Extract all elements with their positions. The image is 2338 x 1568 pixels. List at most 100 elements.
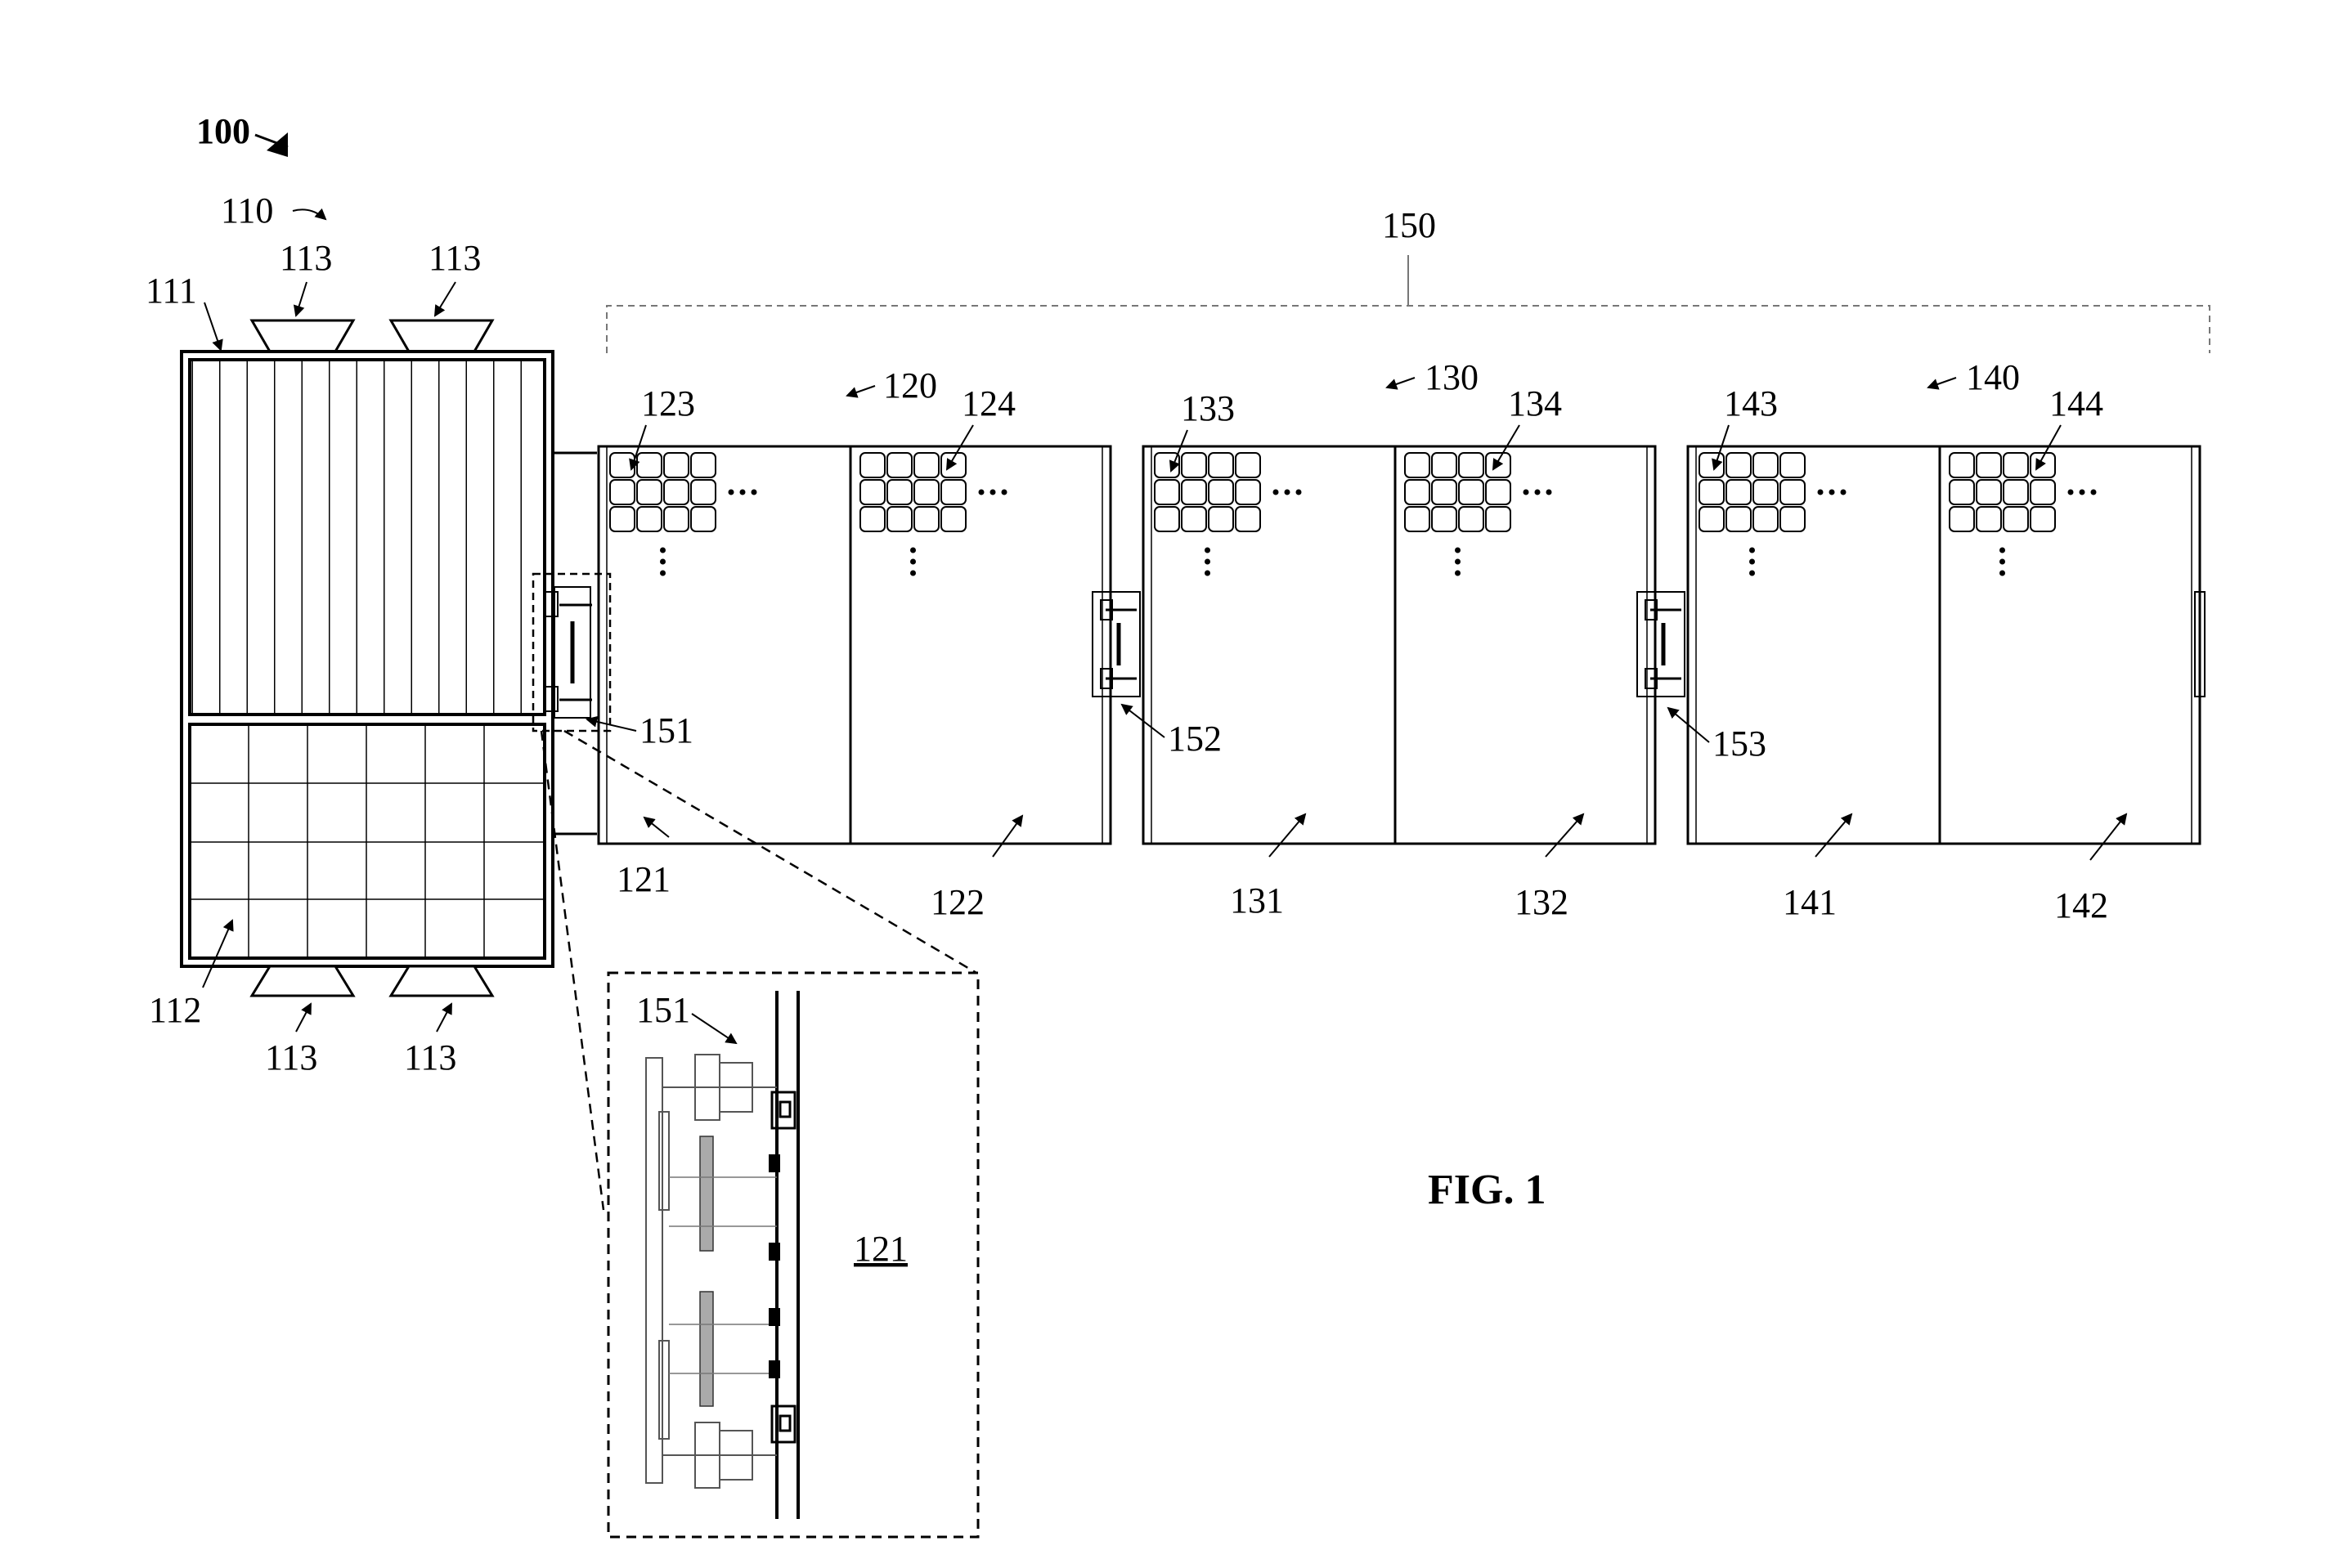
solar-cell [1725, 452, 1752, 478]
ellipsis-dot [1840, 489, 1847, 495]
solar-cell [1725, 506, 1752, 532]
hinge-152 [1092, 591, 1141, 697]
solar-cell [690, 506, 716, 532]
hinge-151 [532, 572, 612, 732]
cell-ref-133: 133 [1181, 388, 1235, 428]
solar-cell [2003, 452, 2029, 478]
solar-cell [1976, 506, 2002, 532]
solar-cell [1699, 506, 1725, 532]
solar-cell [1235, 479, 1261, 505]
ellipsis-dot [1534, 489, 1541, 495]
thruster-top-right [388, 319, 495, 353]
panel-ref-131: 131 [1230, 880, 1284, 921]
hinge-ref-152: 152 [1168, 719, 1222, 759]
ellipsis-dot [739, 489, 746, 495]
system-arrowhead [267, 132, 288, 157]
system-label: 100 [196, 111, 289, 157]
ellipsis-dot [1999, 570, 2005, 576]
body-lower-grid [190, 724, 545, 958]
panel-ref-132: 132 [1515, 882, 1568, 922]
ellipsis-dot [660, 558, 666, 565]
figure-title: FIG. 1 [1428, 1167, 1546, 1213]
array-ref-text: 150 [1382, 205, 1436, 245]
body-lower-panel [188, 723, 546, 960]
solar-cell [636, 452, 662, 478]
wing-labels: 120 130 140 [846, 357, 2020, 405]
thruster-ref-text-4: 113 [404, 1037, 456, 1077]
solar-cell [690, 452, 716, 478]
solar-cell [1404, 506, 1430, 532]
solar-cell [886, 452, 913, 478]
solar-cell [2030, 506, 2056, 532]
solar-cell [913, 479, 940, 505]
ellipsis-dot [1272, 489, 1279, 495]
solar-cell [940, 506, 967, 532]
solar-cell [2003, 479, 2029, 505]
solar-cell [1699, 452, 1725, 478]
solar-cell [859, 506, 886, 532]
solar-cell [940, 479, 967, 505]
ellipsis-dot [1455, 547, 1461, 553]
cell-ref-124: 124 [962, 383, 1016, 423]
solar-cell [1431, 506, 1457, 532]
panel-ref-text: 112 [149, 990, 201, 1030]
solar-cell [1458, 452, 1484, 478]
solar-cell [1458, 506, 1484, 532]
solar-cell [1154, 506, 1180, 532]
panel-ref-142: 142 [2054, 885, 2108, 925]
solar-cell [1208, 452, 1234, 478]
wing-130 [1142, 445, 1657, 845]
solar-cell [886, 506, 913, 532]
cell-grid-1 [609, 452, 757, 576]
ellipsis-dot [751, 489, 757, 495]
cell-labels: 123 124 133 134 143 144 [629, 383, 2103, 473]
solar-cell [1976, 479, 2002, 505]
array-bracket: 150 [606, 205, 2210, 353]
thruster-ref-text-2: 113 [429, 238, 481, 278]
solar-cell [636, 506, 662, 532]
solar-cell [1752, 452, 1779, 478]
thruster-bottom-left [249, 965, 356, 997]
solar-cell [1779, 506, 1806, 532]
vehicle-ref-text: 110 [221, 190, 273, 231]
solar-cell [1752, 479, 1779, 505]
cell-ref-143: 143 [1724, 383, 1778, 423]
solar-cell [609, 452, 635, 478]
solar-cell [663, 506, 689, 532]
solar-cell [913, 452, 940, 478]
ellipsis-dot [1455, 558, 1461, 565]
wing-120-ref: 120 [883, 365, 937, 405]
solar-cell [886, 479, 913, 505]
solar-cell [1208, 506, 1234, 532]
solar-cell [1154, 452, 1180, 478]
cell-ref-123: 123 [641, 383, 695, 423]
solar-cell [1949, 452, 1975, 478]
ellipsis-dot [1523, 489, 1529, 495]
ellipsis-dot [1205, 558, 1210, 565]
vehicle-labels: 111 113 113 112 113 113 [146, 238, 481, 1077]
ellipsis-dot [910, 570, 916, 576]
solar-cell [1431, 452, 1457, 478]
ellipsis-dot [660, 547, 666, 553]
solar-cell [1699, 479, 1725, 505]
inset-hinge-ref: 151 [636, 990, 690, 1030]
solar-cell [859, 452, 886, 478]
solar-cell [1779, 479, 1806, 505]
solar-cell [1752, 506, 1779, 532]
ellipsis-dot [1829, 489, 1835, 495]
inset-panel-ref: 121 [854, 1229, 908, 1269]
panel-labels: 121 122 131 132 141 142 [617, 813, 2128, 925]
ellipsis-dot [910, 547, 916, 553]
ellipsis-dot [1999, 547, 2005, 553]
ellipsis-dot [1999, 558, 2005, 565]
body-upper-panel [188, 358, 546, 716]
ellipsis-dot [2090, 489, 2097, 495]
ellipsis-dot [1749, 547, 1755, 553]
solar-cell [1485, 479, 1511, 505]
solar-cell [1949, 506, 1975, 532]
solar-cell-grids [609, 452, 2097, 576]
ellipsis-dot [910, 558, 916, 565]
wing-120 [597, 445, 1112, 845]
ellipsis-dot [1455, 570, 1461, 576]
solar-cell [609, 479, 635, 505]
